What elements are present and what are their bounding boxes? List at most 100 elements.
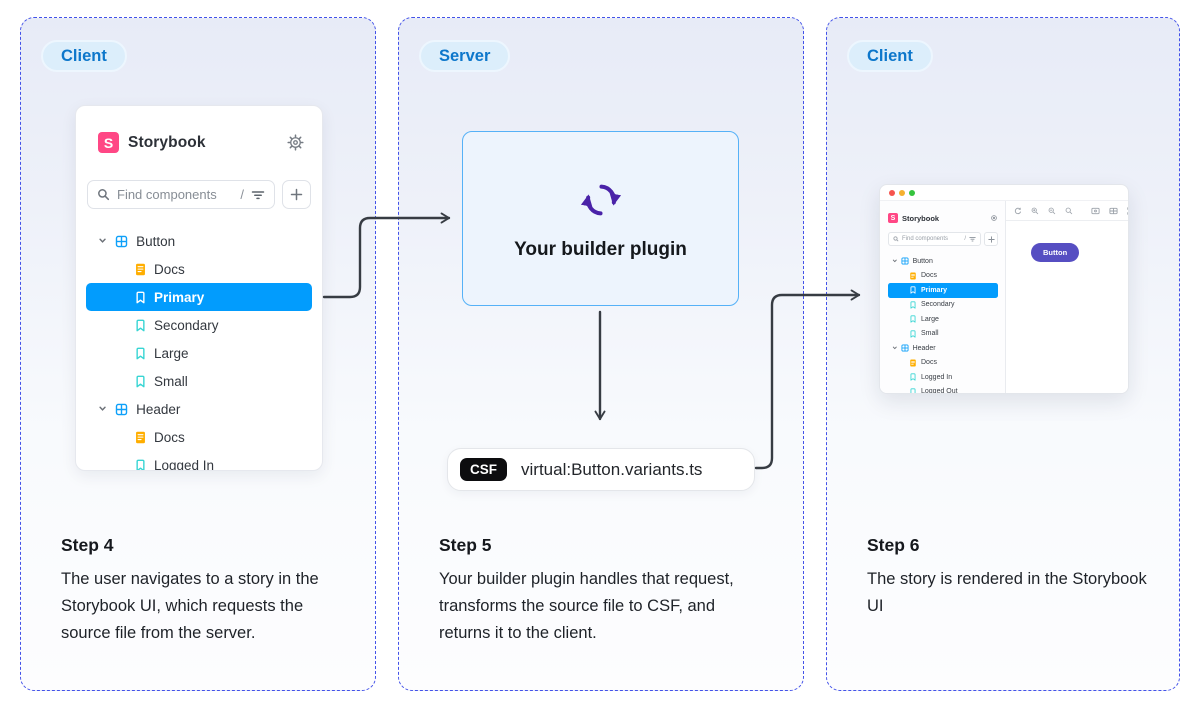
window-titlebar [880,185,1128,201]
tree-item-label: Primary [154,289,205,305]
storybook-logo: S [888,213,898,223]
search-input[interactable]: Find components / [888,232,981,246]
tree-item-small[interactable]: Small [86,367,312,395]
tree-item-docs[interactable]: Docs [86,423,312,451]
tree-item-large[interactable]: Large [888,312,998,327]
docs-icon [909,272,917,280]
docs-icon [134,263,147,276]
tree-item-small[interactable]: Small [888,327,998,342]
filter-icon[interactable] [251,189,265,201]
background-toggle-icon[interactable] [1091,207,1100,215]
story-icon [134,347,147,360]
chevron-down-icon[interactable] [892,345,898,351]
zoom-in-icon[interactable] [1031,207,1039,215]
builder-plugin-label: Your builder plugin [514,238,687,260]
story-icon [909,388,917,393]
tree-item-logged-in[interactable]: Logged In [888,370,998,385]
add-button[interactable] [984,232,998,246]
tree-item-label: Docs [921,272,937,280]
search-placeholder: Find components [117,187,217,202]
tree-item-label: Docs [154,429,185,445]
csf-module-name: virtual:Button.variants.ts [521,459,703,479]
grid-toggle-icon[interactable] [1109,207,1118,215]
server-badge: Server [419,40,511,72]
tree-item-label: Logged In [921,373,953,381]
tree-item-secondary[interactable]: Secondary [86,311,312,339]
zoom-reset-icon[interactable] [1065,207,1073,215]
plus-icon [290,188,303,201]
mini-storybook-sidebar: S Storybook [880,201,1006,393]
client-badge: Client [41,40,127,72]
tree-item-label: Header [912,344,936,352]
tree-item-primary[interactable]: Primary [86,283,312,311]
tree-item-label: Docs [154,261,185,277]
tree-item-header[interactable]: Header [86,395,312,423]
tree-item-secondary[interactable]: Secondary [888,298,998,313]
tree-item-docs[interactable]: Docs [86,255,312,283]
fullscreen-icon[interactable] [1127,206,1128,215]
step-description: The story is rendered in the Storybook U… [867,570,1147,615]
tree-item-label: Docs [921,359,937,367]
tree-item-primary[interactable]: Primary [888,283,998,298]
tree-item-label: Small [921,330,939,338]
zoom-out-icon[interactable] [1048,207,1056,215]
filter-icon [969,236,976,242]
sync-icon [578,177,624,223]
tree-item-label: Button [136,233,176,249]
rendered-button[interactable]: Button [1031,243,1080,262]
builder-plugin-box: Your builder plugin [462,131,739,306]
tree-item-label: Secondary [154,317,219,333]
maximize-window-icon[interactable] [909,189,915,196]
csf-badge: CSF [460,458,507,481]
plus-icon [987,235,995,243]
storybook-sidebar-card: S Storybook [75,105,323,471]
step-title: Step 6 [867,535,920,555]
story-icon [134,375,147,388]
story-icon [909,286,917,294]
minimize-window-icon[interactable] [899,189,905,196]
component-icon [115,235,128,248]
tree-item-logged-in[interactable]: Logged In [86,451,312,470]
tree-item-header[interactable]: Header [888,341,998,356]
add-button[interactable] [282,180,311,209]
close-window-icon[interactable] [889,189,895,196]
search-shortcut-key: / [240,187,244,202]
chevron-down-icon[interactable] [892,258,898,264]
canvas-toolbar [1006,201,1128,221]
search-placeholder: Find components [902,236,949,242]
search-icon [893,236,899,242]
chevron-down-icon[interactable] [98,404,107,413]
tree-item-label: Secondary [921,301,955,309]
step-5-block: Step 5 Your builder plugin handles that … [439,535,775,647]
gear-icon[interactable] [990,214,998,222]
tree-item-docs[interactable]: Docs [888,356,998,371]
search-input[interactable]: Find components / [87,180,275,209]
story-icon [909,301,917,309]
story-icon [134,319,147,332]
tree-item-label: Large [921,315,939,323]
tree-item-label: Small [154,373,188,389]
story-icon [909,330,917,338]
tree-item-large[interactable]: Large [86,339,312,367]
component-icon [901,344,909,352]
tree-item-label: Large [154,345,189,361]
panel-server: Server Your builder plugin CSF virtual:B… [398,17,804,691]
tree-item-label: Primary [921,286,948,294]
tree-item-docs[interactable]: Docs [888,269,998,284]
step-title: Step 5 [439,535,492,555]
tree-item-logged-out[interactable]: Logged Out [888,385,998,393]
story-icon [134,459,147,470]
search-icon [97,188,110,201]
csf-module-pill: CSF virtual:Button.variants.ts [447,448,755,491]
step-4-block: Step 4 The user navigates to a story in … [61,535,347,647]
tree-item-button[interactable]: Button [888,254,998,269]
remount-icon[interactable] [1014,207,1022,215]
step-6-block: Step 6 The story is rendered in the Stor… [867,535,1151,620]
tree-item-button[interactable]: Button [86,227,312,255]
panel-client-request: Client S Storybook [20,17,376,691]
gear-icon[interactable] [287,134,304,151]
chevron-down-icon[interactable] [98,236,107,245]
